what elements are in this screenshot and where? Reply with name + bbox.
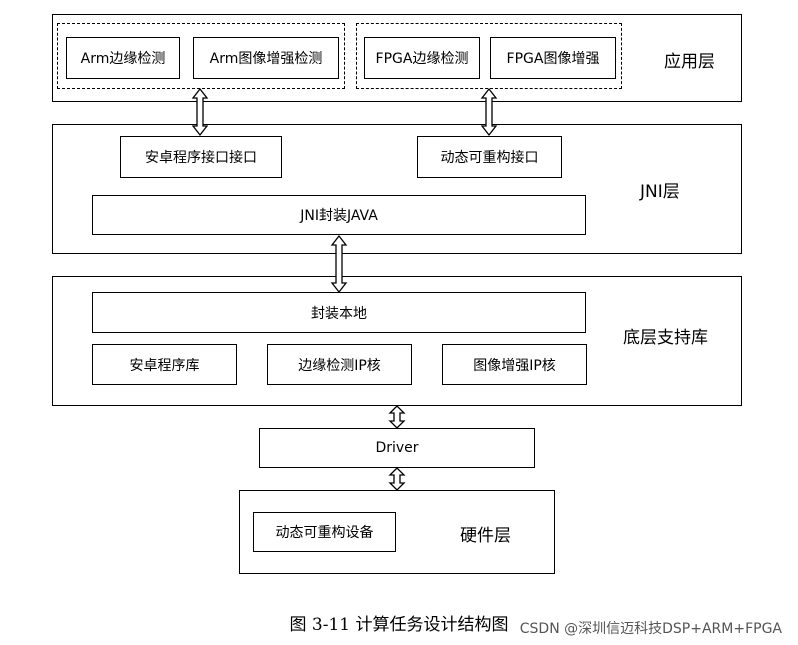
base-layer-label: 底层支持库: [623, 328, 708, 348]
jni-layer-label: JNI层: [640, 182, 680, 202]
arm-group: [57, 23, 345, 89]
arrow-app-to-reconfig-interface: [480, 87, 498, 137]
arrow-driver-to-hardware: [388, 467, 406, 491]
enhance-ip-box: 图像增强IP核: [442, 344, 587, 385]
reconfig-interface-box: 动态可重构接口: [417, 136, 562, 178]
hardware-layer-label: 硬件层: [460, 526, 511, 546]
fpga-edge-detection-box: FPGA边缘检测: [364, 37, 480, 79]
edge-ip-box: 边缘检测IP核: [267, 344, 412, 385]
figure-caption: 图 3-11 计算任务设计结构图: [289, 615, 509, 635]
arrow-app-to-android-interface: [191, 87, 209, 137]
arm-image-enhance-box: Arm图像增强检测: [193, 37, 339, 79]
arm-edge-detection-box: Arm边缘检测: [66, 37, 180, 79]
watermark: CSDN @深圳信迈科技DSP+ARM+FPGA: [519, 621, 782, 637]
fpga-image-enhance-box: FPGA图像增强: [490, 37, 616, 79]
app-layer-label: 应用层: [664, 52, 715, 72]
arrow-jni-to-base: [330, 234, 348, 294]
reconfig-device-box: 动态可重构设备: [253, 512, 396, 552]
arrow-base-to-driver: [388, 405, 406, 429]
android-interface-box: 安卓程序接口接口: [120, 136, 282, 178]
jni-wrapper-box: JNI封装JAVA: [92, 195, 586, 235]
android-lib-box: 安卓程序库: [92, 344, 237, 385]
